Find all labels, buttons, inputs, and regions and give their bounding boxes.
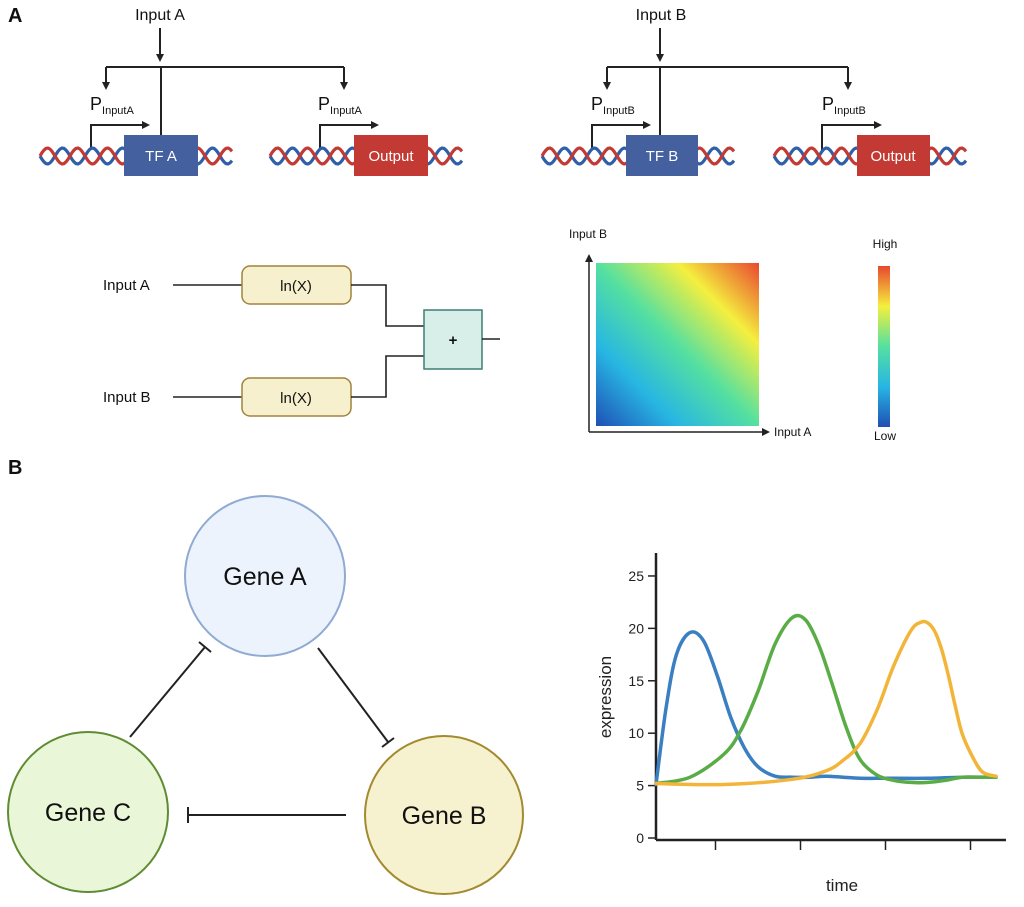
chart-series-line-1	[654, 630, 998, 787]
expression-chart: 0 5 10 15 20 25 expression time	[596, 553, 1006, 895]
circuit-a-promoter-2: PInputA	[318, 94, 362, 117]
gene-a-node	[184, 495, 346, 657]
circuit-b-promoter-arrow-2	[821, 121, 882, 150]
gene-b-node	[364, 735, 524, 895]
chart-x-ticks	[714, 840, 972, 850]
logic-ln-label-b: ln(X)	[280, 390, 312, 407]
circuit-b-input-label: Input B	[636, 7, 687, 24]
circuit-b: Input B PInputB PInputB TF B Output	[540, 7, 968, 176]
repression-a-to-b	[317, 647, 389, 743]
chart-y-tick-label: 25	[628, 568, 644, 584]
logic-input-a-label: Input A	[103, 277, 150, 294]
gene-network: Gene A Gene B Gene C	[7, 495, 524, 895]
chart-y-tick-label: 10	[628, 725, 644, 741]
chart-series	[654, 613, 998, 787]
gene-a-label: Gene A	[223, 563, 307, 591]
chart-series-line-2	[654, 613, 998, 786]
chart-y-tick-label: 5	[636, 778, 644, 794]
circuit-a-promoter-1: PInputA	[90, 94, 134, 117]
gene-c-label: Gene C	[45, 799, 131, 827]
circuit-b-tf-box	[626, 135, 698, 176]
colorbar	[878, 266, 890, 427]
circuit-a-input-label: Input A	[135, 7, 185, 24]
circuit-b-tf-label: TF B	[646, 148, 679, 165]
repression-c-to-a-bar	[198, 641, 212, 653]
chart-y-tick-label: 20	[628, 620, 644, 636]
circuit-a-promoter-arrow-1	[90, 121, 150, 150]
circuit-a-promoter-arrow-2	[319, 121, 379, 150]
repression-c-to-a	[129, 646, 206, 738]
chart-y-tick-label: 15	[628, 673, 644, 689]
circuit-a-tf-box	[124, 135, 198, 176]
gene-c-node	[7, 731, 169, 893]
logic-wire-a-out	[351, 284, 424, 327]
chart-series-line-3	[654, 619, 998, 787]
logic-wire-b-out	[351, 355, 424, 398]
logic-input-b-label: Input B	[103, 389, 151, 406]
colorbar-high-label: High	[873, 237, 898, 251]
circuit-b-promoter-arrow-1	[591, 121, 651, 150]
heatmap: Input B Input A High Low	[569, 227, 897, 443]
circuit-b-promoter-2: PInputB	[822, 94, 866, 117]
panel-a-letter: A	[8, 5, 22, 27]
gene-b-label: Gene B	[402, 802, 487, 830]
logic-sum-box	[423, 309, 483, 370]
circuit-b-promoter-1: PInputB	[591, 94, 635, 117]
heatmap-y-axis-label: Input B	[569, 227, 607, 241]
logic-ln-label-a: ln(X)	[280, 278, 312, 295]
chart-y-tick-label: 0	[636, 830, 644, 846]
circuit-a: Input A PInputA PInputA TF A Output	[38, 7, 464, 176]
circuit-a-output-label: Output	[368, 148, 414, 165]
circuit-b-output-box	[857, 135, 930, 176]
circuit-b-output-label: Output	[870, 148, 916, 165]
chart-y-label: expression	[596, 656, 615, 738]
circuit-a-tf-label: TF A	[145, 148, 177, 165]
panel-b-letter: B	[8, 457, 22, 479]
chart-y-ticks: 0 5 10 15 20 25	[628, 568, 656, 846]
logic-diagram: Input A Input B ln(X) ln(X) +	[103, 265, 500, 417]
chart-x-label: time	[826, 876, 858, 895]
heatmap-x-axis-label: Input A	[774, 425, 811, 439]
heatmap-surface	[596, 263, 759, 426]
colorbar-low-label: Low	[874, 429, 896, 443]
circuit-a-output-box	[354, 135, 428, 176]
logic-sum-label: +	[449, 332, 458, 349]
repression-a-to-b-bar	[381, 737, 395, 748]
